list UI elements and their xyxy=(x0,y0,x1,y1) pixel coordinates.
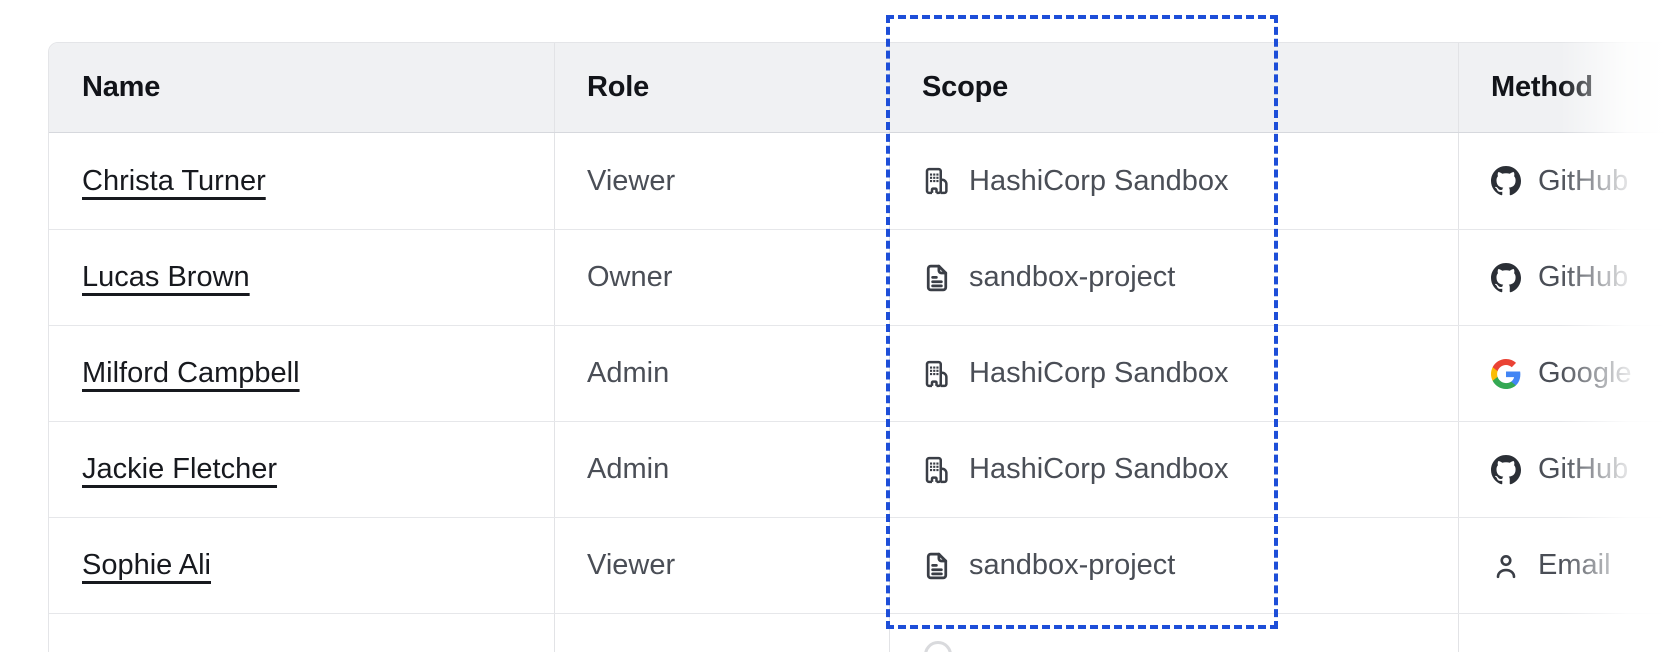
organization-icon xyxy=(922,454,952,486)
scope-value: HashiCorp Sandbox xyxy=(969,357,1229,389)
role-cell xyxy=(554,614,889,652)
method-value: Google xyxy=(1538,357,1632,389)
column-header-label: Name xyxy=(82,71,161,103)
method-value: GitHub xyxy=(1538,164,1629,197)
scope-value: sandbox-project xyxy=(969,261,1176,293)
user-name-link[interactable]: Milford Campbell xyxy=(82,357,300,389)
name-cell: Lucas Brown xyxy=(49,230,554,325)
role-value: Admin xyxy=(587,453,670,485)
role-value: Viewer xyxy=(587,549,676,581)
role-cell: Owner xyxy=(554,230,889,325)
column-header-scope: Scope xyxy=(889,43,1458,132)
scope-value: HashiCorp Sandbox xyxy=(969,453,1229,485)
method-value: Email xyxy=(1538,549,1611,581)
name-cell: Sophie Ali xyxy=(49,518,554,613)
table-row-partial xyxy=(49,613,1672,652)
name-cell xyxy=(49,614,554,652)
column-header-label: Method xyxy=(1491,71,1593,103)
table-row: Lucas Brown Owner sandbox-project GitHub xyxy=(49,229,1672,325)
name-cell: Christa Turner xyxy=(49,133,554,229)
github-icon xyxy=(1491,454,1521,485)
table-row: Milford Campbell Admin xyxy=(49,325,1672,421)
scope-cell: sandbox-project xyxy=(889,518,1458,613)
column-header-role: Role xyxy=(554,43,889,132)
role-cell: Admin xyxy=(554,422,889,517)
user-name-link[interactable]: Jackie Fletcher xyxy=(82,453,278,485)
github-icon xyxy=(1491,166,1521,196)
person-icon xyxy=(1491,551,1521,581)
scope-cell: HashiCorp Sandbox xyxy=(889,326,1458,421)
column-header-method: Method xyxy=(1458,43,1672,132)
role-cell: Admin xyxy=(554,326,889,421)
role-cell: Viewer xyxy=(554,518,889,613)
user-name-link[interactable]: Lucas Brown xyxy=(82,261,250,293)
scope-cell xyxy=(889,614,1458,652)
name-cell: Jackie Fletcher xyxy=(49,422,554,517)
method-cell: GitHub xyxy=(1458,422,1672,517)
table-header-row: Name Role Scope Method xyxy=(49,43,1672,133)
github-icon xyxy=(1491,262,1521,293)
method-value: GitHub xyxy=(1538,453,1629,485)
google-icon xyxy=(1491,358,1521,389)
role-cell: Viewer xyxy=(554,133,889,229)
table-row: Sophie Ali Viewer sandbox-project xyxy=(49,517,1672,613)
users-table: Name Role Scope Method Christa Turner Vi… xyxy=(48,42,1672,652)
scope-cell: HashiCorp Sandbox xyxy=(889,133,1458,229)
user-name-link[interactable]: Christa Turner xyxy=(82,164,266,197)
table-row: Jackie Fletcher Admin xyxy=(49,421,1672,517)
method-cell: GitHub xyxy=(1458,230,1672,325)
organization-icon xyxy=(922,165,952,197)
method-cell: Email xyxy=(1458,518,1672,613)
user-name-link[interactable]: Sophie Ali xyxy=(82,549,211,581)
method-cell: Google xyxy=(1458,326,1672,421)
column-header-name: Name xyxy=(49,43,554,132)
method-value: GitHub xyxy=(1538,261,1629,293)
role-value: Viewer xyxy=(587,164,676,197)
scope-cell: sandbox-project xyxy=(889,230,1458,325)
column-header-label: Scope xyxy=(922,71,1009,103)
name-cell: Milford Campbell xyxy=(49,326,554,421)
project-icon xyxy=(922,550,952,582)
organization-icon xyxy=(922,358,952,390)
scope-value: sandbox-project xyxy=(969,549,1176,581)
method-cell xyxy=(1458,614,1672,652)
role-value: Owner xyxy=(587,261,673,293)
scope-cell: HashiCorp Sandbox xyxy=(889,422,1458,517)
role-value: Admin xyxy=(587,357,670,389)
scope-value: HashiCorp Sandbox xyxy=(969,164,1229,197)
column-header-label: Role xyxy=(587,71,650,103)
project-icon xyxy=(922,262,952,294)
method-cell: GitHub xyxy=(1458,133,1672,229)
table-row: Christa Turner Viewer xyxy=(49,133,1672,229)
